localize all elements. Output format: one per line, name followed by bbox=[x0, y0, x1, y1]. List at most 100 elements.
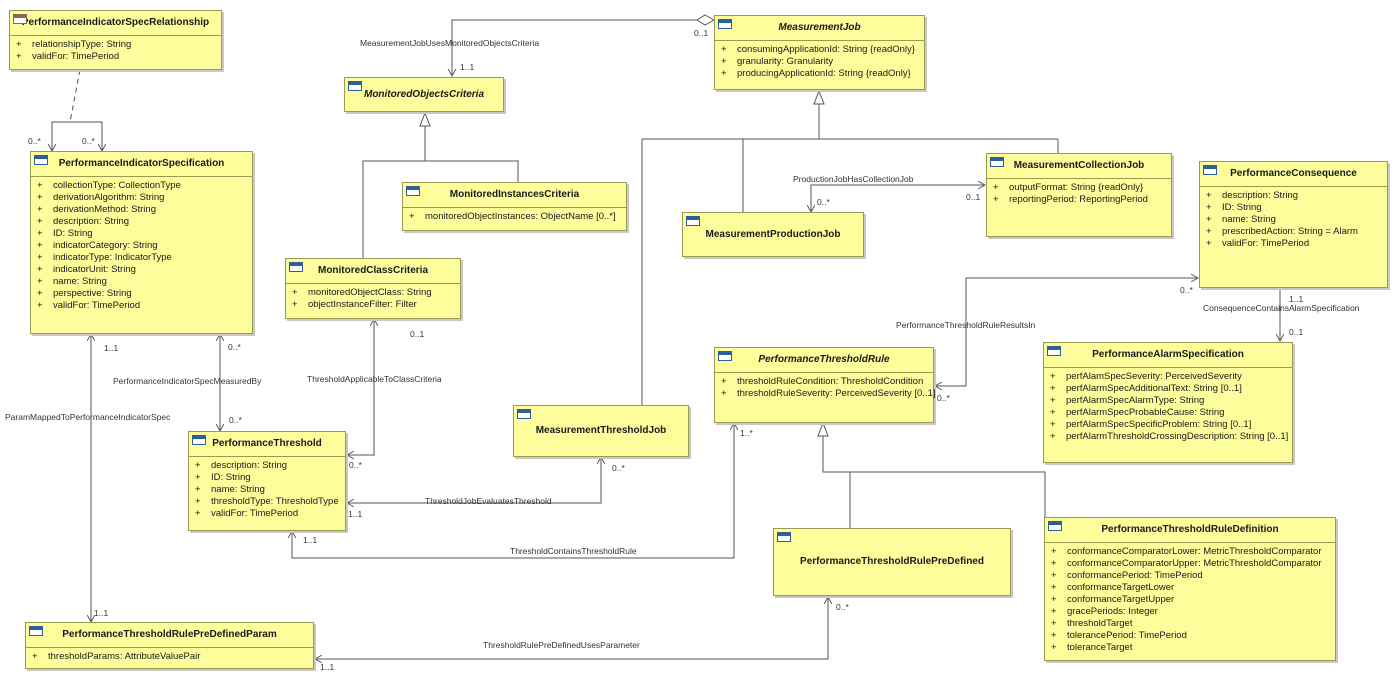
attribute-text: thresholdRuleCondition: ThresholdConditi… bbox=[737, 376, 924, 387]
visibility-marker: + bbox=[1050, 383, 1056, 394]
visibility-marker: + bbox=[993, 194, 999, 205]
class-icon bbox=[517, 409, 531, 419]
visibility-marker: + bbox=[1050, 407, 1056, 418]
class-box[interactable]: PerformanceThresholdRule+thresholdRuleCo… bbox=[714, 347, 936, 423]
class-name: PerformanceConsequence bbox=[1230, 168, 1357, 179]
attribute-text: name: String bbox=[211, 484, 265, 495]
visibility-marker: + bbox=[1206, 226, 1212, 237]
attribute: + derivationAlgorithm: String bbox=[35, 192, 248, 204]
attribute-compartment: +conformanceComparatorLower: MetricThres… bbox=[1045, 542, 1335, 656]
visibility-marker: + bbox=[1051, 594, 1057, 605]
attribute-text: thresholdTarget bbox=[1067, 618, 1133, 629]
class-box[interactable]: MeasurementThresholdJob bbox=[513, 405, 689, 457]
visibility-marker: + bbox=[37, 180, 43, 191]
class-header: MeasurementProductionJob bbox=[683, 213, 863, 252]
class-icon bbox=[348, 81, 362, 91]
attribute: + ID: String bbox=[1204, 202, 1383, 214]
assoc-tctr bbox=[292, 423, 734, 559]
attribute-text: validFor: TimePeriod bbox=[32, 51, 120, 62]
attribute: +description: String bbox=[1204, 190, 1383, 202]
class-box[interactable]: MonitoredInstancesCriteria+monitoredObje… bbox=[402, 182, 627, 231]
class-icon bbox=[686, 216, 700, 226]
class-box[interactable]: PerformanceIndicatorSpecification+collec… bbox=[30, 151, 253, 334]
attribute: +description: String bbox=[35, 216, 248, 228]
attribute-text: perfAlarmSpecAdditionalText: String [0..… bbox=[1066, 383, 1242, 394]
class-name: MonitoredObjectsCriteria bbox=[363, 89, 485, 100]
multiplicity: 1..1 bbox=[348, 509, 363, 519]
assoc-label: ConsequenceContainsAlarmSpecification bbox=[1203, 303, 1360, 313]
gen-ptr bbox=[822, 423, 1046, 528]
visibility-marker: + bbox=[721, 376, 727, 387]
attribute-text: perspective: String bbox=[53, 288, 132, 299]
attribute: +producingApplicationId: String {readOnl… bbox=[719, 68, 920, 80]
multiplicity: 0..* bbox=[229, 415, 242, 425]
visibility-marker: + bbox=[1051, 582, 1057, 593]
attribute-text: conformanceComparatorUpper: MetricThresh… bbox=[1067, 558, 1322, 569]
class-box[interactable]: MonitoredClassCriteria + monitoredObjectCl… bbox=[285, 258, 461, 319]
class-header: PerformanceThresholdRulePreDefined bbox=[774, 529, 1010, 579]
assoc-pis-self bbox=[52, 121, 102, 151]
class-box[interactable]: PerformanceAlarmSpecification+perfAlamSp… bbox=[1043, 342, 1293, 463]
assoc-label: ProductionJobHasCollectionJob bbox=[793, 174, 914, 184]
class-box[interactable]: MeasurementProductionJob bbox=[682, 212, 864, 257]
class-header: PerformanceIndicatorSpecRelationship bbox=[10, 11, 221, 35]
attribute-compartment: +thresholdParams: AttributeValuePair bbox=[26, 647, 313, 665]
visibility-marker: + bbox=[1051, 630, 1057, 641]
visibility-marker: + bbox=[37, 204, 43, 215]
visibility-marker: + bbox=[1051, 618, 1057, 629]
attribute-text: conformanceTargetUpper bbox=[1067, 594, 1175, 605]
multiplicity: 0..* bbox=[349, 460, 362, 470]
visibility-marker: + bbox=[993, 182, 999, 193]
class-icon bbox=[1203, 165, 1217, 175]
visibility-marker: + bbox=[1206, 202, 1212, 213]
class-name: PerformanceThresholdRuleDefinition bbox=[1101, 524, 1279, 535]
class-icon bbox=[406, 186, 420, 196]
attribute-text: perfAlarmSpecAlarmType: String bbox=[1066, 395, 1205, 406]
class-header: PerformanceThresholdRuleDefinition bbox=[1045, 518, 1335, 542]
class-header: MeasurementJob bbox=[715, 16, 924, 40]
class-box[interactable]: PerformanceConsequence +description: Stri… bbox=[1199, 161, 1388, 288]
visibility-marker: + bbox=[37, 264, 43, 275]
attribute: +prescribedAction: String = Alarm bbox=[1204, 226, 1383, 238]
multiplicity: 0..1 bbox=[1289, 327, 1304, 337]
attribute: + reportingPeriod: ReportingPeriod bbox=[991, 194, 1167, 206]
visibility-marker: + bbox=[1050, 431, 1056, 442]
visibility-marker: + bbox=[292, 287, 298, 298]
visibility-marker: + bbox=[195, 508, 201, 519]
assoc-label: PerformanceThresholdRuleResultsIn bbox=[896, 320, 1036, 330]
visibility-marker: + bbox=[1050, 395, 1056, 406]
class-box[interactable]: PerformanceThreshold+description: String… bbox=[188, 431, 346, 531]
class-icon bbox=[1047, 346, 1061, 356]
visibility-marker: + bbox=[37, 192, 43, 203]
class-box[interactable]: MeasurementCollectionJob+outputFormat: S… bbox=[986, 153, 1172, 237]
attribute-text: thresholdParams: AttributeValuePair bbox=[48, 651, 201, 662]
attribute: + monitoredObjectClass: String bbox=[290, 287, 456, 299]
class-box[interactable]: MeasurementJob+consumingApplicationId: S… bbox=[714, 15, 925, 90]
class-box[interactable]: PerformanceThresholdRuleDefinition+confo… bbox=[1044, 517, 1336, 661]
multiplicity: 0..* bbox=[28, 136, 41, 146]
attribute-text: perfAlarmSpecSpecificProblem: String [0.… bbox=[1066, 419, 1252, 430]
class-box[interactable]: PerformanceIndicatorSpecRelationship+rel… bbox=[9, 10, 222, 70]
class-box[interactable]: MonitoredObjectsCriteria bbox=[344, 77, 504, 112]
attribute-compartment: +relationshipType: String+validFor: Time… bbox=[10, 35, 221, 65]
attribute: +thresholdParams: AttributeValuePair bbox=[30, 651, 309, 663]
attribute: +validFor: TimePeriod bbox=[14, 51, 217, 63]
multiplicity: 1..1 bbox=[1289, 294, 1304, 304]
attribute-text: reportingPeriod: ReportingPeriod bbox=[1009, 194, 1148, 205]
attribute-text: ID: String bbox=[211, 472, 251, 483]
class-header: MonitoredClassCriteria bbox=[286, 259, 460, 283]
attribute: +conformancePeriod: TimePeriod bbox=[1049, 570, 1331, 582]
assoc-label: MeasurementJobUsesMonitoredObjectsCriter… bbox=[360, 38, 540, 48]
attribute-text: monitoredObjectClass: String bbox=[308, 287, 432, 298]
attribute-text: derivationMethod: String bbox=[53, 204, 156, 215]
class-box[interactable]: PerformanceThresholdRulePreDefined bbox=[773, 528, 1011, 596]
visibility-marker: + bbox=[195, 496, 201, 507]
assoc-tatcc bbox=[347, 319, 374, 455]
class-box[interactable]: PerformanceThresholdRulePreDefinedParam+… bbox=[25, 622, 314, 669]
attribute-text: derivationAlgorithm: String bbox=[53, 192, 165, 203]
attribute-compartment: +monitoredObjectInstances: ObjectName [0… bbox=[403, 207, 626, 225]
attribute-text: indicatorCategory: String bbox=[53, 240, 158, 251]
class-name: PerformanceAlarmSpecification bbox=[1092, 349, 1244, 360]
attribute-text: ID: String bbox=[1222, 202, 1262, 213]
